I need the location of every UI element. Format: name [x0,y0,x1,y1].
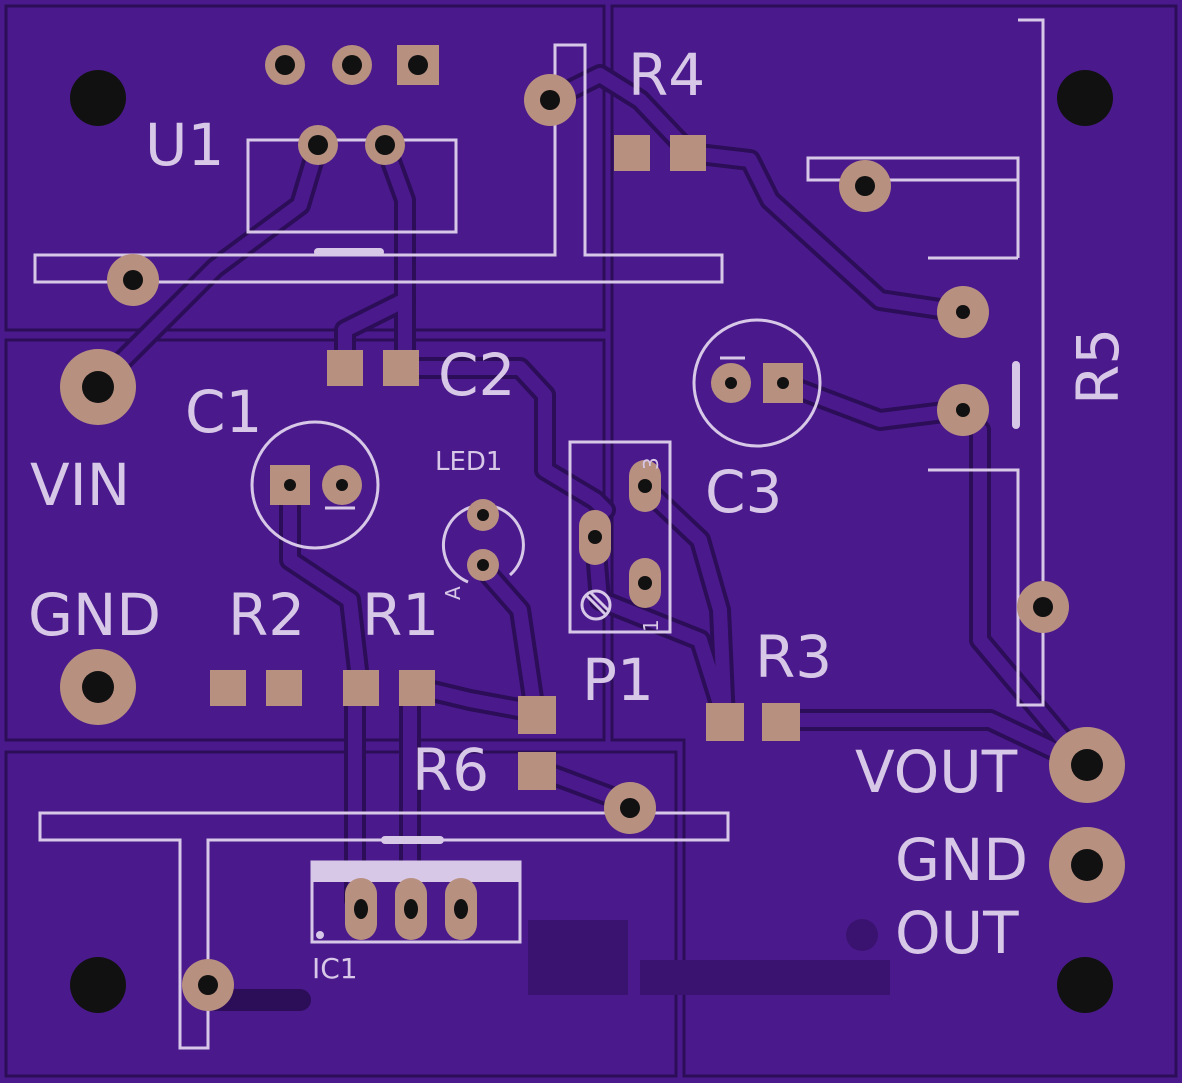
r2-pad-2 [266,670,302,706]
heatsink-bottom [38,811,730,1050]
board-logo [528,919,890,995]
label-p1-pin1: 1 [639,619,663,632]
mounting-hole-bottom-right [1057,957,1113,1013]
label-r5: R5 [1064,328,1132,405]
mounting-holes [70,70,1113,1013]
label-ic1: IC1 [312,952,358,985]
label-vout: VOUT [855,738,1018,806]
label-p1-pin3: 3 [639,457,663,470]
silkscreen [33,18,1045,1050]
c2-pad-1 [327,350,363,386]
label-gnd-in: GND [28,581,161,649]
label-r6: R6 [412,736,489,804]
mounting-hole-top-left [70,70,126,126]
label-r3: R3 [755,623,832,691]
mounting-hole-bottom-left [70,957,126,1013]
label-p1: P1 [582,646,654,714]
drills [82,55,1103,995]
r6-pad-1 [518,696,556,734]
label-gnd-out-1: GND [895,826,1028,894]
label-u1: U1 [145,111,224,179]
label-c3: C3 [705,458,782,526]
labels: U1 R4 C2 C1 LED1 C3 R5 VIN GND R2 R1 A 1… [28,41,1132,985]
label-r2: R2 [228,581,305,649]
c1-outline [250,420,380,550]
r6-pad-2 [518,752,556,790]
r3-pad-2 [762,703,800,741]
r4-pad-2 [670,135,706,171]
label-c1: C1 [185,378,262,446]
label-led-anode: A [441,586,465,600]
p1-outline [568,440,672,634]
label-gnd-out-2: OUT [895,899,1019,967]
r2-pad-1 [210,670,246,706]
heatsink-right [806,18,1045,707]
r1-pad-2 [399,670,435,706]
mounting-hole-top-right [1057,70,1113,126]
label-r1: R1 [362,581,439,649]
r1-pad-1 [343,670,379,706]
c3-outline [692,318,822,448]
label-led1: LED1 [435,447,502,477]
label-r4: R4 [628,41,705,109]
label-c2: C2 [438,341,515,409]
c2-pad-2 [383,350,419,386]
u1-outline [246,138,458,234]
heatsink-top [33,43,724,284]
r3-pad-1 [706,703,744,741]
label-vin: VIN [30,451,130,519]
r4-pad-1 [614,135,650,171]
